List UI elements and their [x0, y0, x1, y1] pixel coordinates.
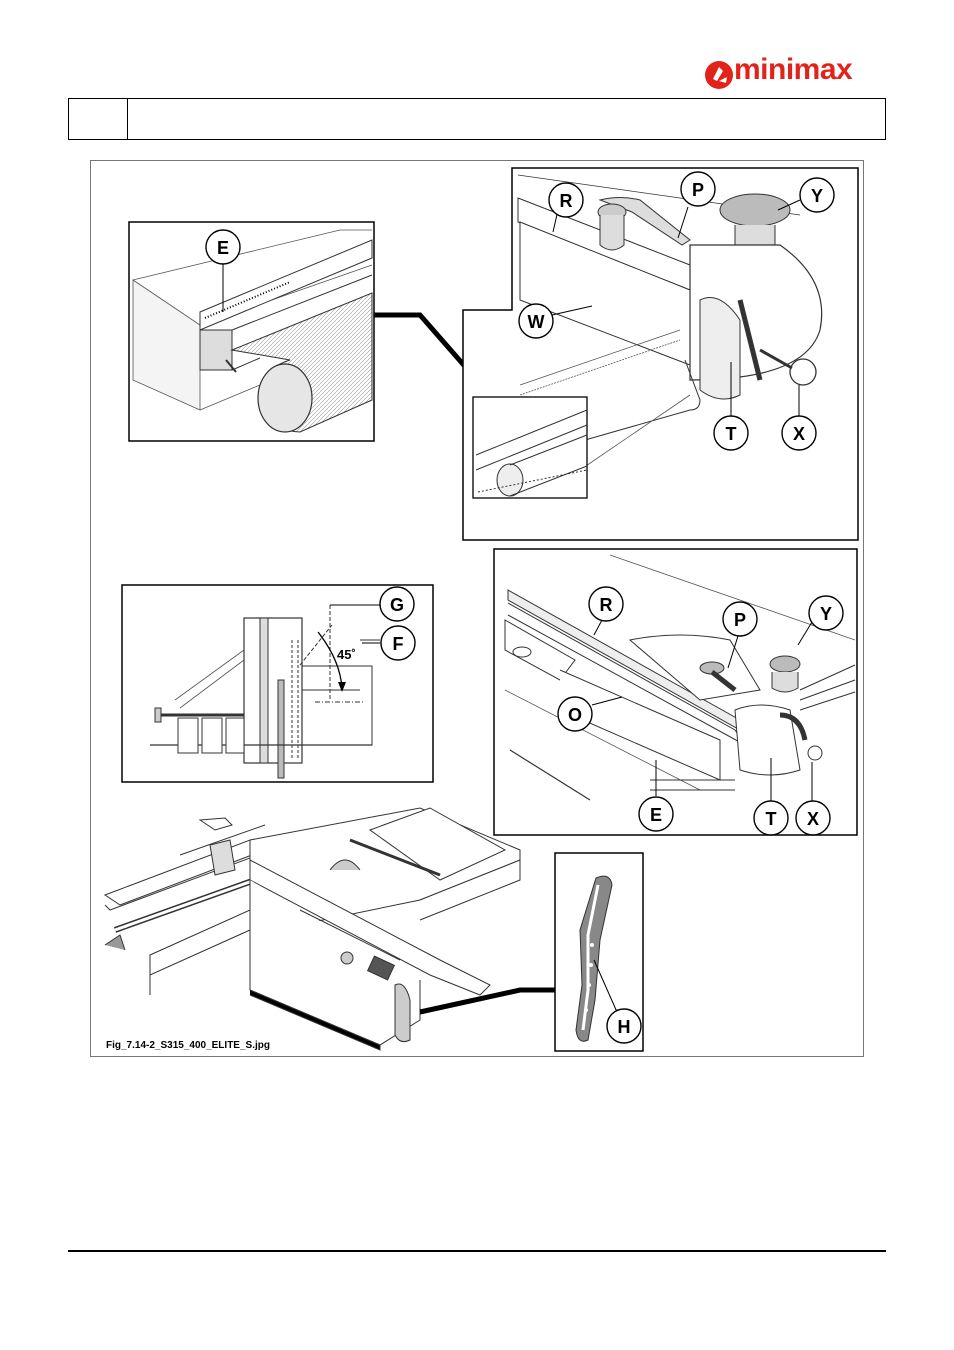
- svg-text:H: H: [618, 1017, 631, 1037]
- svg-text:Y: Y: [811, 186, 823, 206]
- svg-text:P: P: [692, 180, 704, 200]
- svg-text:T: T: [726, 424, 737, 444]
- callout-p-mid: P: [723, 602, 757, 636]
- svg-text:F: F: [393, 634, 404, 654]
- callout-f: F: [381, 626, 415, 660]
- svg-text:W: W: [528, 312, 545, 332]
- figure-caption: Fig_7.14-2_S315_400_ELITE_S.jpg: [106, 1040, 270, 1051]
- callout-y-mid: Y: [809, 596, 843, 630]
- svg-text:R: R: [560, 191, 573, 211]
- detail-box-top-right: [463, 168, 858, 540]
- connector-line-bottom: [420, 990, 556, 1012]
- svg-text:E: E: [650, 805, 662, 825]
- callout-e-top: E: [206, 230, 240, 264]
- callout-t-mid: T: [754, 801, 788, 835]
- svg-text:R: R: [600, 595, 613, 615]
- svg-text:O: O: [568, 705, 582, 725]
- machine-overview: [105, 808, 520, 1050]
- callout-x-top: X: [782, 416, 816, 450]
- callout-p-top: P: [681, 172, 715, 206]
- svg-text:P: P: [734, 610, 746, 630]
- svg-text:T: T: [766, 809, 777, 829]
- svg-text:G: G: [390, 595, 404, 615]
- callout-r-top: R: [549, 183, 583, 217]
- footer-rule: [68, 1250, 886, 1252]
- callout-t-top: T: [714, 416, 748, 450]
- callout-r-mid: R: [589, 587, 623, 621]
- svg-text:X: X: [807, 809, 819, 829]
- callout-g: G: [380, 587, 414, 621]
- callout-y-top: Y: [800, 178, 834, 212]
- detail-box-mid-right: [494, 549, 857, 835]
- callout-e-mid: E: [639, 797, 673, 831]
- angle-label: 45˚: [337, 647, 356, 662]
- callout-o: O: [558, 697, 592, 731]
- detail-box-top-left: [129, 222, 374, 441]
- callout-h: H: [607, 1009, 641, 1043]
- svg-text:X: X: [793, 424, 805, 444]
- svg-text:Y: Y: [820, 604, 832, 624]
- callout-w: W: [519, 304, 553, 338]
- callout-x-mid: X: [796, 801, 830, 835]
- svg-text:E: E: [217, 238, 229, 258]
